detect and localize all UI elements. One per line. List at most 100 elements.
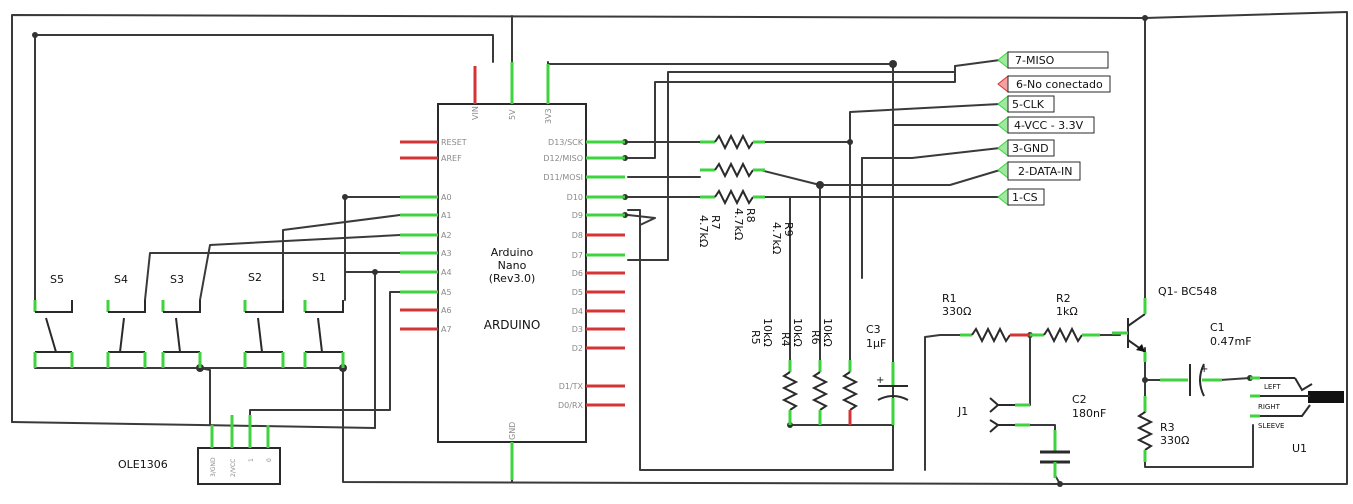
resistor-r4: R4 10kΩ xyxy=(779,318,829,425)
pin-a7: A7 xyxy=(441,325,452,334)
sd-pin-2-label: 2-DATA-IN xyxy=(1018,165,1073,178)
u1-left: LEFT xyxy=(1264,383,1281,391)
sd-pin-3-label: 3-GND xyxy=(1012,142,1049,155)
c3-value: 1µF xyxy=(866,337,886,350)
c1-value: 0.47mF xyxy=(1210,335,1252,348)
pin-d3: D3 xyxy=(572,325,583,334)
s1-label: S1 xyxy=(312,271,326,284)
resistor-r1: R1 330Ω xyxy=(942,292,1030,344)
arduino-title-2: Nano xyxy=(498,259,527,272)
c2-value: 180nF xyxy=(1072,407,1106,420)
r5-name: R5 xyxy=(749,330,762,345)
sd-pin-4: 4-VCC - 3.3V xyxy=(997,115,1095,135)
r3-name: R3 xyxy=(1160,421,1175,434)
pin-d7: D7 xyxy=(572,251,583,260)
sd-pin-5: 5-CLK xyxy=(997,94,1055,114)
j1-name: J1 xyxy=(957,405,968,418)
s3-label: S3 xyxy=(170,273,184,286)
audio-jack-u1: LEFT RIGHT SLEEVE U1 xyxy=(1250,376,1344,455)
arduino-nano: VIN 5V 3V3 GND RESET AREF A0 A1 A2 A3 A4… xyxy=(400,62,625,480)
pin-a5: A5 xyxy=(441,288,452,297)
arduino-title-1: Arduino xyxy=(491,246,534,259)
r6-value: 10kΩ xyxy=(821,318,834,347)
c1-plus: + xyxy=(1200,364,1208,375)
r9-name: R9 xyxy=(782,222,795,237)
u1-right: RIGHT xyxy=(1258,403,1281,411)
r8-name: R8 xyxy=(744,208,757,223)
sd-pin-7-label: 7-MISO xyxy=(1015,54,1055,67)
capacitor-c3: + C3 1µF xyxy=(866,323,909,425)
r5-value: 10kΩ xyxy=(761,318,774,347)
pin-reset: RESET xyxy=(441,138,467,147)
pin-d6: D6 xyxy=(572,269,583,278)
jack-j1: J1 xyxy=(957,397,1030,433)
r2-value: 1kΩ xyxy=(1056,305,1078,318)
pin-vin: VIN xyxy=(471,106,480,120)
u1-sleeve: SLEEVE xyxy=(1258,422,1284,430)
oled-pin-vcc: 2/VCC xyxy=(230,459,237,477)
r7-name: R7 xyxy=(709,215,722,230)
r4-name: R4 xyxy=(779,332,792,347)
sd-pin-2: 2-DATA-IN xyxy=(997,160,1081,181)
oled-display: 3/GND 2/VCC 1 0 OLE1306 xyxy=(118,415,281,485)
r1-name: R1 xyxy=(942,292,957,305)
switch-s2[interactable]: S2 xyxy=(243,271,285,368)
s2-label: S2 xyxy=(248,271,262,284)
u1-name: U1 xyxy=(1292,442,1307,455)
oled-pin-gnd: 3/GND xyxy=(210,457,217,477)
r9-value: 4.7kΩ xyxy=(770,222,783,254)
pin-a4: A4 xyxy=(441,268,452,277)
sd-pin-6: 6-No conectado xyxy=(997,74,1111,94)
resistor-r9: R9 4.7kΩ xyxy=(700,188,795,254)
r3-value: 330Ω xyxy=(1160,434,1189,447)
capacitor-c2: C2 180nF xyxy=(1040,393,1106,478)
arduino-title-3: (Rev3.0) xyxy=(489,272,536,285)
switch-s5[interactable]: S5 xyxy=(33,273,74,368)
sd-pin-7: 7-MISO xyxy=(997,50,1109,70)
pin-a2: A2 xyxy=(441,231,452,240)
oled-name: OLE1306 xyxy=(118,458,168,471)
r7-value: 4.7kΩ xyxy=(697,215,710,247)
pin-d10: D10 xyxy=(567,193,583,202)
pin-5v: 5V xyxy=(508,109,517,120)
oled-pin-0: 0 xyxy=(266,458,273,462)
r2-name: R2 xyxy=(1056,292,1071,305)
pin-d4: D4 xyxy=(572,307,583,316)
oled-pin-1: 1 xyxy=(248,458,255,462)
c1-name: C1 xyxy=(1210,321,1225,334)
sd-connector: 7-MISO 6-No conectado 5-CLK 4-VCC - 3.3V… xyxy=(997,50,1111,207)
resistor-r7: R7 4.7kΩ xyxy=(697,133,765,247)
sd-pin-5-label: 5-CLK xyxy=(1012,98,1045,111)
resistor-r3: R3 330Ω xyxy=(1136,396,1189,462)
pin-d5: D5 xyxy=(572,288,583,297)
pin-d9: D9 xyxy=(572,211,583,220)
pin-d12: D12/MISO xyxy=(543,154,583,163)
switch-s3[interactable]: S3 xyxy=(161,273,202,368)
pin-a1: A1 xyxy=(441,211,452,220)
pin-a0: A0 xyxy=(441,193,452,202)
sd-pin-1-label: 1-CS xyxy=(1012,191,1038,204)
pin-d0: D0/RX xyxy=(558,401,584,410)
s5-label: S5 xyxy=(50,273,64,286)
sd-pin-3: 3-GND xyxy=(997,138,1055,158)
r8-value: 4.7kΩ xyxy=(732,208,745,240)
arduino-label: ARDUINO xyxy=(484,318,541,332)
r4-value: 10kΩ xyxy=(791,318,804,347)
switch-s4[interactable]: S4 xyxy=(106,273,147,368)
resistor-r2: R2 1kΩ xyxy=(1030,292,1100,344)
pin-d11: D11/MOSI xyxy=(543,173,583,182)
pin-aref: AREF xyxy=(441,154,462,163)
switch-s1[interactable]: S1 xyxy=(303,271,345,368)
c2-name: C2 xyxy=(1072,393,1087,406)
pin-gnd: GND xyxy=(508,422,517,440)
q1-label: Q1- BC548 xyxy=(1158,285,1217,298)
pin-d8: D8 xyxy=(572,231,583,240)
pin-a3: A3 xyxy=(441,249,452,258)
pin-d1: D1/TX xyxy=(559,382,584,391)
transistor-q1: Q1- BC548 xyxy=(1112,285,1217,362)
resistor-r6: R6 10kΩ xyxy=(809,318,859,425)
pin-3v3: 3V3 xyxy=(544,108,553,124)
capacitor-c1: + C1 0.47mF xyxy=(1160,321,1252,397)
resistor-r8: R8 4.7kΩ xyxy=(700,161,765,240)
